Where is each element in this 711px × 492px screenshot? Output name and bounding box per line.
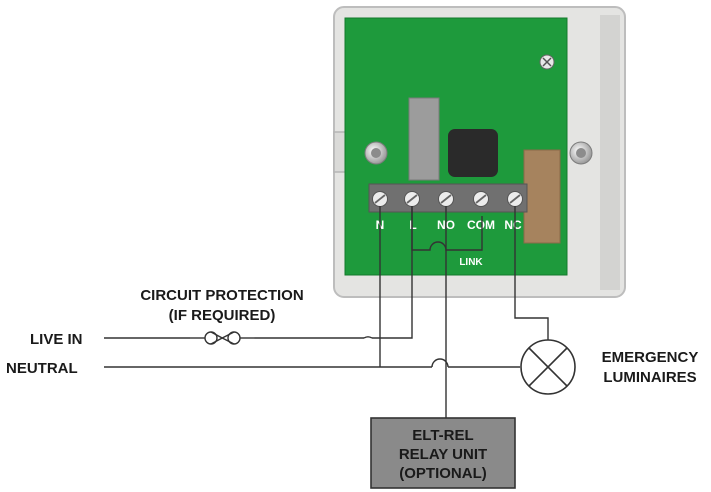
enclosure-side-shadow: [600, 15, 620, 290]
terminal-label-com: COM: [467, 218, 495, 232]
lamp-icon: [520, 339, 576, 395]
terminal-screws: [372, 191, 523, 207]
wire-l: [372, 206, 413, 339]
terminal-label-l: L: [409, 218, 416, 232]
black-relay-component: [448, 129, 498, 177]
wiring: [104, 206, 549, 418]
relay-unit-title: ELT-REL: [412, 427, 473, 444]
brown-component: [523, 149, 561, 244]
pcb-screw: [539, 54, 555, 70]
grey-component: [408, 97, 440, 181]
live-crossover-hop: [363, 336, 373, 339]
relay-unit-box: ELT-REL RELAY UNIT (OPTIONAL): [370, 417, 516, 489]
circuit-protection-sublabel: (IF REQUIRED): [169, 307, 276, 324]
relay-unit-optional: (OPTIONAL): [399, 465, 487, 482]
emergency-label: EMERGENCY: [602, 349, 699, 366]
fuse-symbol: [190, 331, 255, 345]
enclosure: N L NO COM NC LINK: [333, 6, 626, 298]
relay-unit-name: RELAY UNIT: [399, 446, 487, 463]
luminaires-label: LUMINAIRES: [603, 369, 696, 386]
terminal-block: [368, 183, 528, 213]
circuit-protection-label: CIRCUIT PROTECTION: [140, 287, 303, 304]
live-in-label: LIVE IN: [30, 331, 83, 348]
wire-nc-to-lamp: [514, 206, 549, 340]
left-mount-screw-hole: [371, 148, 381, 158]
neutral-label: NEUTRAL: [6, 360, 78, 377]
neutral-crossover-hop: [431, 358, 449, 368]
link-label: LINK: [459, 257, 483, 268]
right-mount-screw-hole: [576, 148, 586, 158]
terminal-label-nc: NC: [504, 218, 522, 232]
